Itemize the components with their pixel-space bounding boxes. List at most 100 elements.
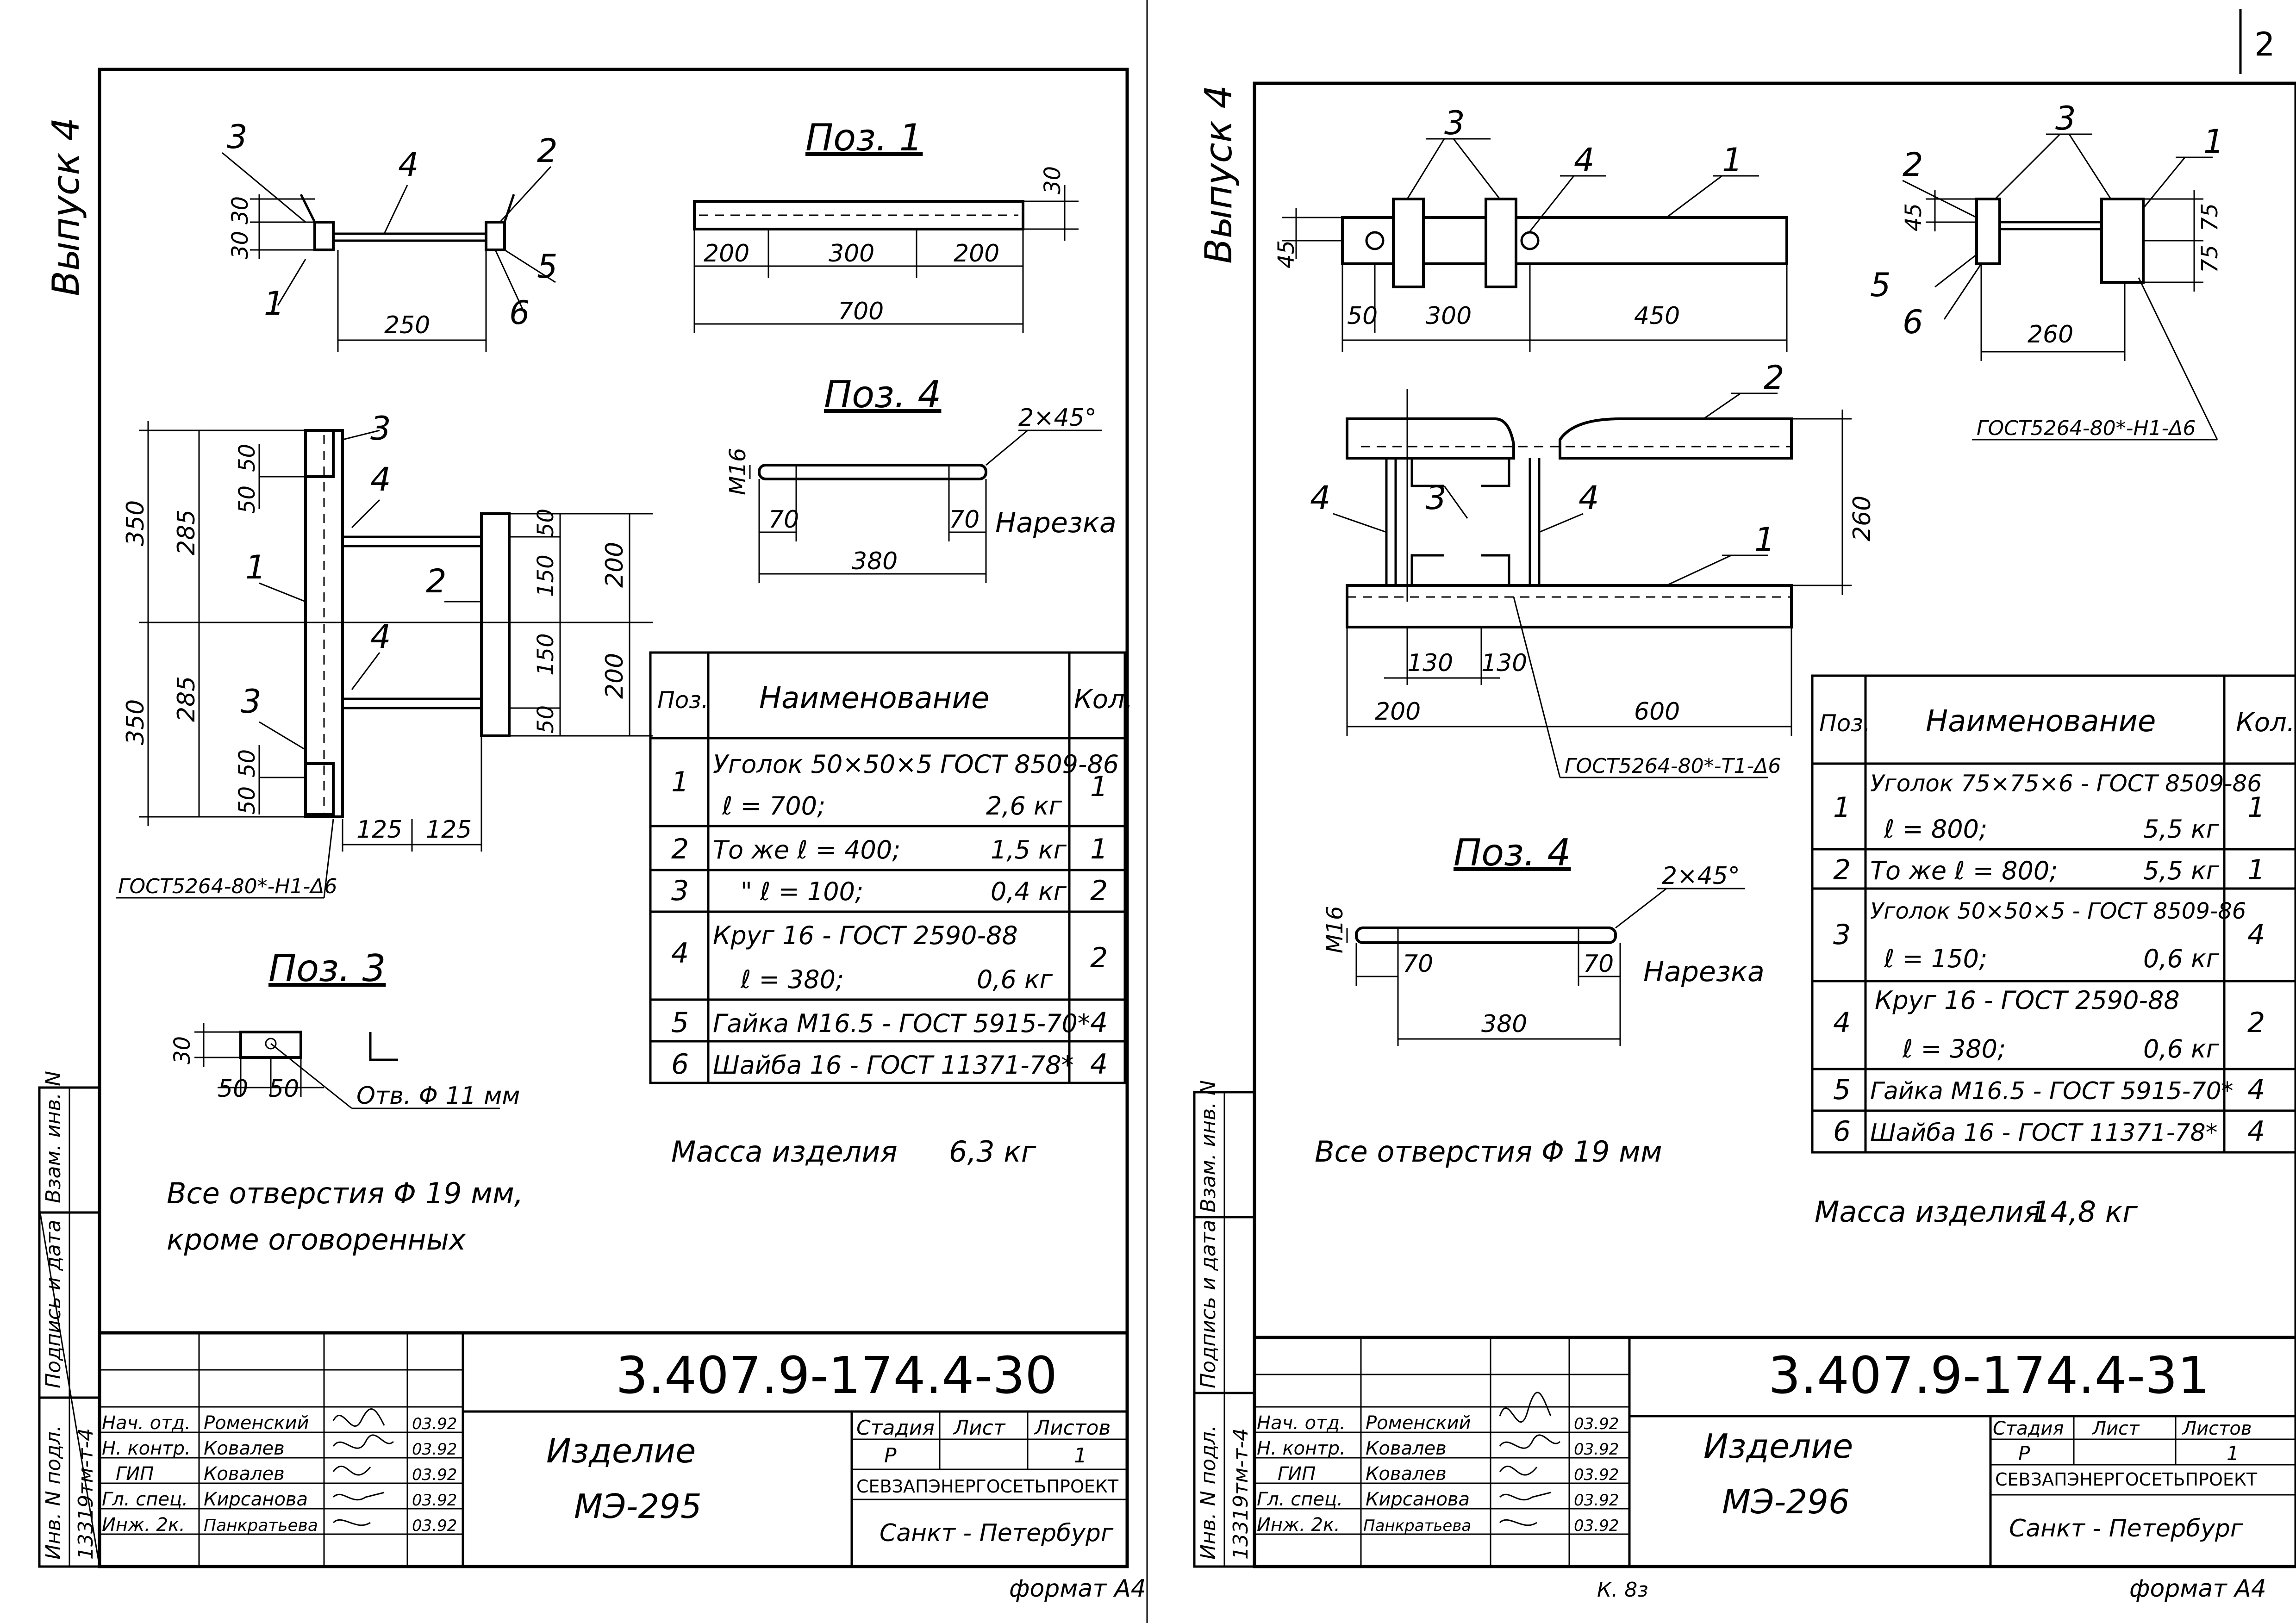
dim: 50 — [533, 509, 559, 537]
dim: 380 — [852, 547, 898, 575]
side-view-right: 2 3 1 5 6 45 75 75 260 ГОСТ5264-80*-Н1-Δ… — [1870, 99, 2224, 441]
dim: 700 — [838, 298, 884, 325]
name: Ковалев — [204, 1438, 285, 1459]
row-name: Гайка М16.5 - ГОСТ 5915-70* — [713, 1009, 1090, 1038]
row-name: То же ℓ = 800; — [1870, 856, 2058, 885]
dim: 200 — [704, 240, 749, 267]
weld-label: ГОСТ5264-80*-Н1-Δ6 — [1977, 417, 2196, 440]
holes-note: Все отверстия Φ 19 мм, — [167, 1176, 523, 1210]
callout: 1 — [245, 548, 266, 586]
date: 03.92 — [1574, 1415, 1619, 1433]
row-mass: 2,6 кг — [986, 791, 1062, 821]
callout: 5 — [1870, 266, 1891, 304]
weld-label: ГОСТ5264-80*-Т1-Δ6 — [1565, 754, 1781, 778]
table-header: Наименование — [759, 681, 989, 715]
dim: 50 — [234, 485, 260, 514]
callout: 4 — [398, 146, 419, 184]
stage-header: Лист — [953, 1416, 1006, 1440]
top-view-right: 3 4 1 45 50 300 450 — [1273, 104, 1788, 352]
assembly-view-left: 3 4 1 2 4 3 350 285 50 50 285 350 50 50 … — [116, 410, 653, 899]
callout: 2 — [537, 132, 558, 170]
dim: 70 — [1583, 950, 1614, 978]
date: 03.92 — [1574, 1440, 1619, 1459]
format-label: формат А4 — [1009, 1575, 1146, 1603]
row-pos: 5 — [671, 1007, 689, 1039]
row-qty: 4 — [1090, 1007, 1108, 1039]
dim: 2×45° — [1018, 404, 1097, 432]
stage-header: Листов — [1034, 1416, 1111, 1440]
dim: 125 — [426, 816, 472, 844]
date: 03.92 — [412, 1517, 457, 1535]
holes-note: Все отверстия Φ 19 мм — [1315, 1135, 1662, 1169]
assembly-view-right: 2 4 3 4 1 260 130 130 200 600 ГОСТ5264-8… — [1310, 359, 1876, 778]
dim: 130 — [1481, 649, 1527, 677]
dim: 285 — [173, 676, 200, 722]
role: Нач. отд. — [1257, 1412, 1346, 1434]
row-pos: 4 — [671, 937, 689, 970]
drawing-code: 3.407.9-174.4-31 — [1768, 1346, 2210, 1405]
name: Ковалев — [1366, 1438, 1447, 1459]
callout: 3 — [241, 683, 262, 721]
dim: М16 — [725, 448, 751, 496]
weld-label: ГОСТ5264-80*-Н1-Δ6 — [118, 875, 337, 898]
issue-label: Выпуск 4 — [1197, 85, 1240, 264]
row-qty: 1 — [1090, 771, 1108, 803]
side-label-sign: Подпись и дата — [1197, 1220, 1220, 1388]
row-pos: 5 — [1833, 1074, 1851, 1106]
row-qty: 2 — [2247, 1007, 2265, 1039]
dim: 50 — [218, 1075, 248, 1103]
stage-value: Р — [2018, 1442, 2030, 1465]
row-name: Уголок 50×50×5 - ГОСТ 8509-86 — [1870, 898, 2246, 924]
dim: 50 — [234, 749, 260, 777]
row-qty: 4 — [2247, 1115, 2265, 1148]
inv-number: 13319тм-т-4 — [74, 1428, 98, 1560]
row-name: Круг 16 - ГОСТ 2590-88 — [713, 921, 1018, 950]
callout: 1 — [264, 285, 285, 323]
pos4-title: Поз. 4 — [1454, 831, 1571, 874]
table-header: Наименование — [1926, 704, 2156, 739]
title-block-right: 3.407.9-174.4-31 Изделие МЭ-296 Нач. отд… — [1254, 1336, 2296, 1567]
city: Санкт - Петербург — [2009, 1515, 2243, 1542]
name: Панкратьева — [1363, 1517, 1471, 1535]
dim: 300 — [1426, 302, 1472, 330]
callout: 4 — [370, 618, 391, 656]
role: Гл. спец. — [102, 1489, 188, 1510]
row-name: Круг 16 - ГОСТ 2590-88 — [1875, 986, 2180, 1015]
name: Ковалев — [1366, 1463, 1447, 1485]
stage-value: 1 — [2227, 1442, 2239, 1465]
callout: 6 — [509, 294, 530, 332]
mass-label: Масса изделия — [1815, 1195, 2041, 1229]
row-mass: 1,5 кг — [991, 835, 1067, 864]
row-qty: 4 — [2247, 1074, 2265, 1106]
dim: 2×45° — [1662, 862, 1740, 890]
dim: 150 — [533, 554, 559, 597]
role: Инж. 2к. — [102, 1514, 185, 1536]
callout: 2 — [1903, 146, 1923, 184]
date: 03.92 — [412, 1440, 457, 1459]
issue-label: Выпуск 4 — [44, 118, 87, 296]
row-pos: 1 — [671, 766, 689, 798]
date: 03.92 — [412, 1491, 457, 1510]
side-label-sign: Подпись и дата — [42, 1220, 65, 1388]
dim: 75 — [2197, 245, 2223, 273]
pos3-title: Поз. 3 — [268, 947, 386, 990]
name: Кирсанова — [1366, 1489, 1470, 1510]
mass-value: 14,8 кг — [2032, 1195, 2138, 1229]
product-code: МЭ-296 — [1722, 1482, 1850, 1521]
pos1-view: Поз. 1 30 200 300 200 700 — [693, 116, 1079, 333]
dim: 30 — [227, 196, 253, 224]
row-qty: 1 — [2247, 791, 2265, 824]
side-label-replace: Взам. инв. N — [42, 1071, 65, 1203]
row-name: То же ℓ = 400; — [713, 835, 900, 864]
role: Н. контр. — [102, 1438, 191, 1459]
row-name: Гайка М16.5 - ГОСТ 5915-70* — [1870, 1077, 2234, 1105]
role: ГИП — [1278, 1463, 1316, 1485]
pos4-view-right: Поз. 4 2×45° М16 70 70 380 Нарезка — [1322, 831, 1765, 1046]
inv-number: 13319тм-т-4 — [1229, 1428, 1253, 1560]
dim: 70 — [768, 506, 799, 534]
row-qty: 1 — [2247, 854, 2265, 886]
row-name: Шайба 16 - ГОСТ 11371-78* — [713, 1051, 1073, 1080]
dim: 30 — [169, 1036, 195, 1064]
name: Ковалев — [204, 1463, 285, 1485]
title-block-left: 3.407.9-174.4-30 Изделие МЭ-295 Нач. отд… — [100, 1331, 1127, 1567]
